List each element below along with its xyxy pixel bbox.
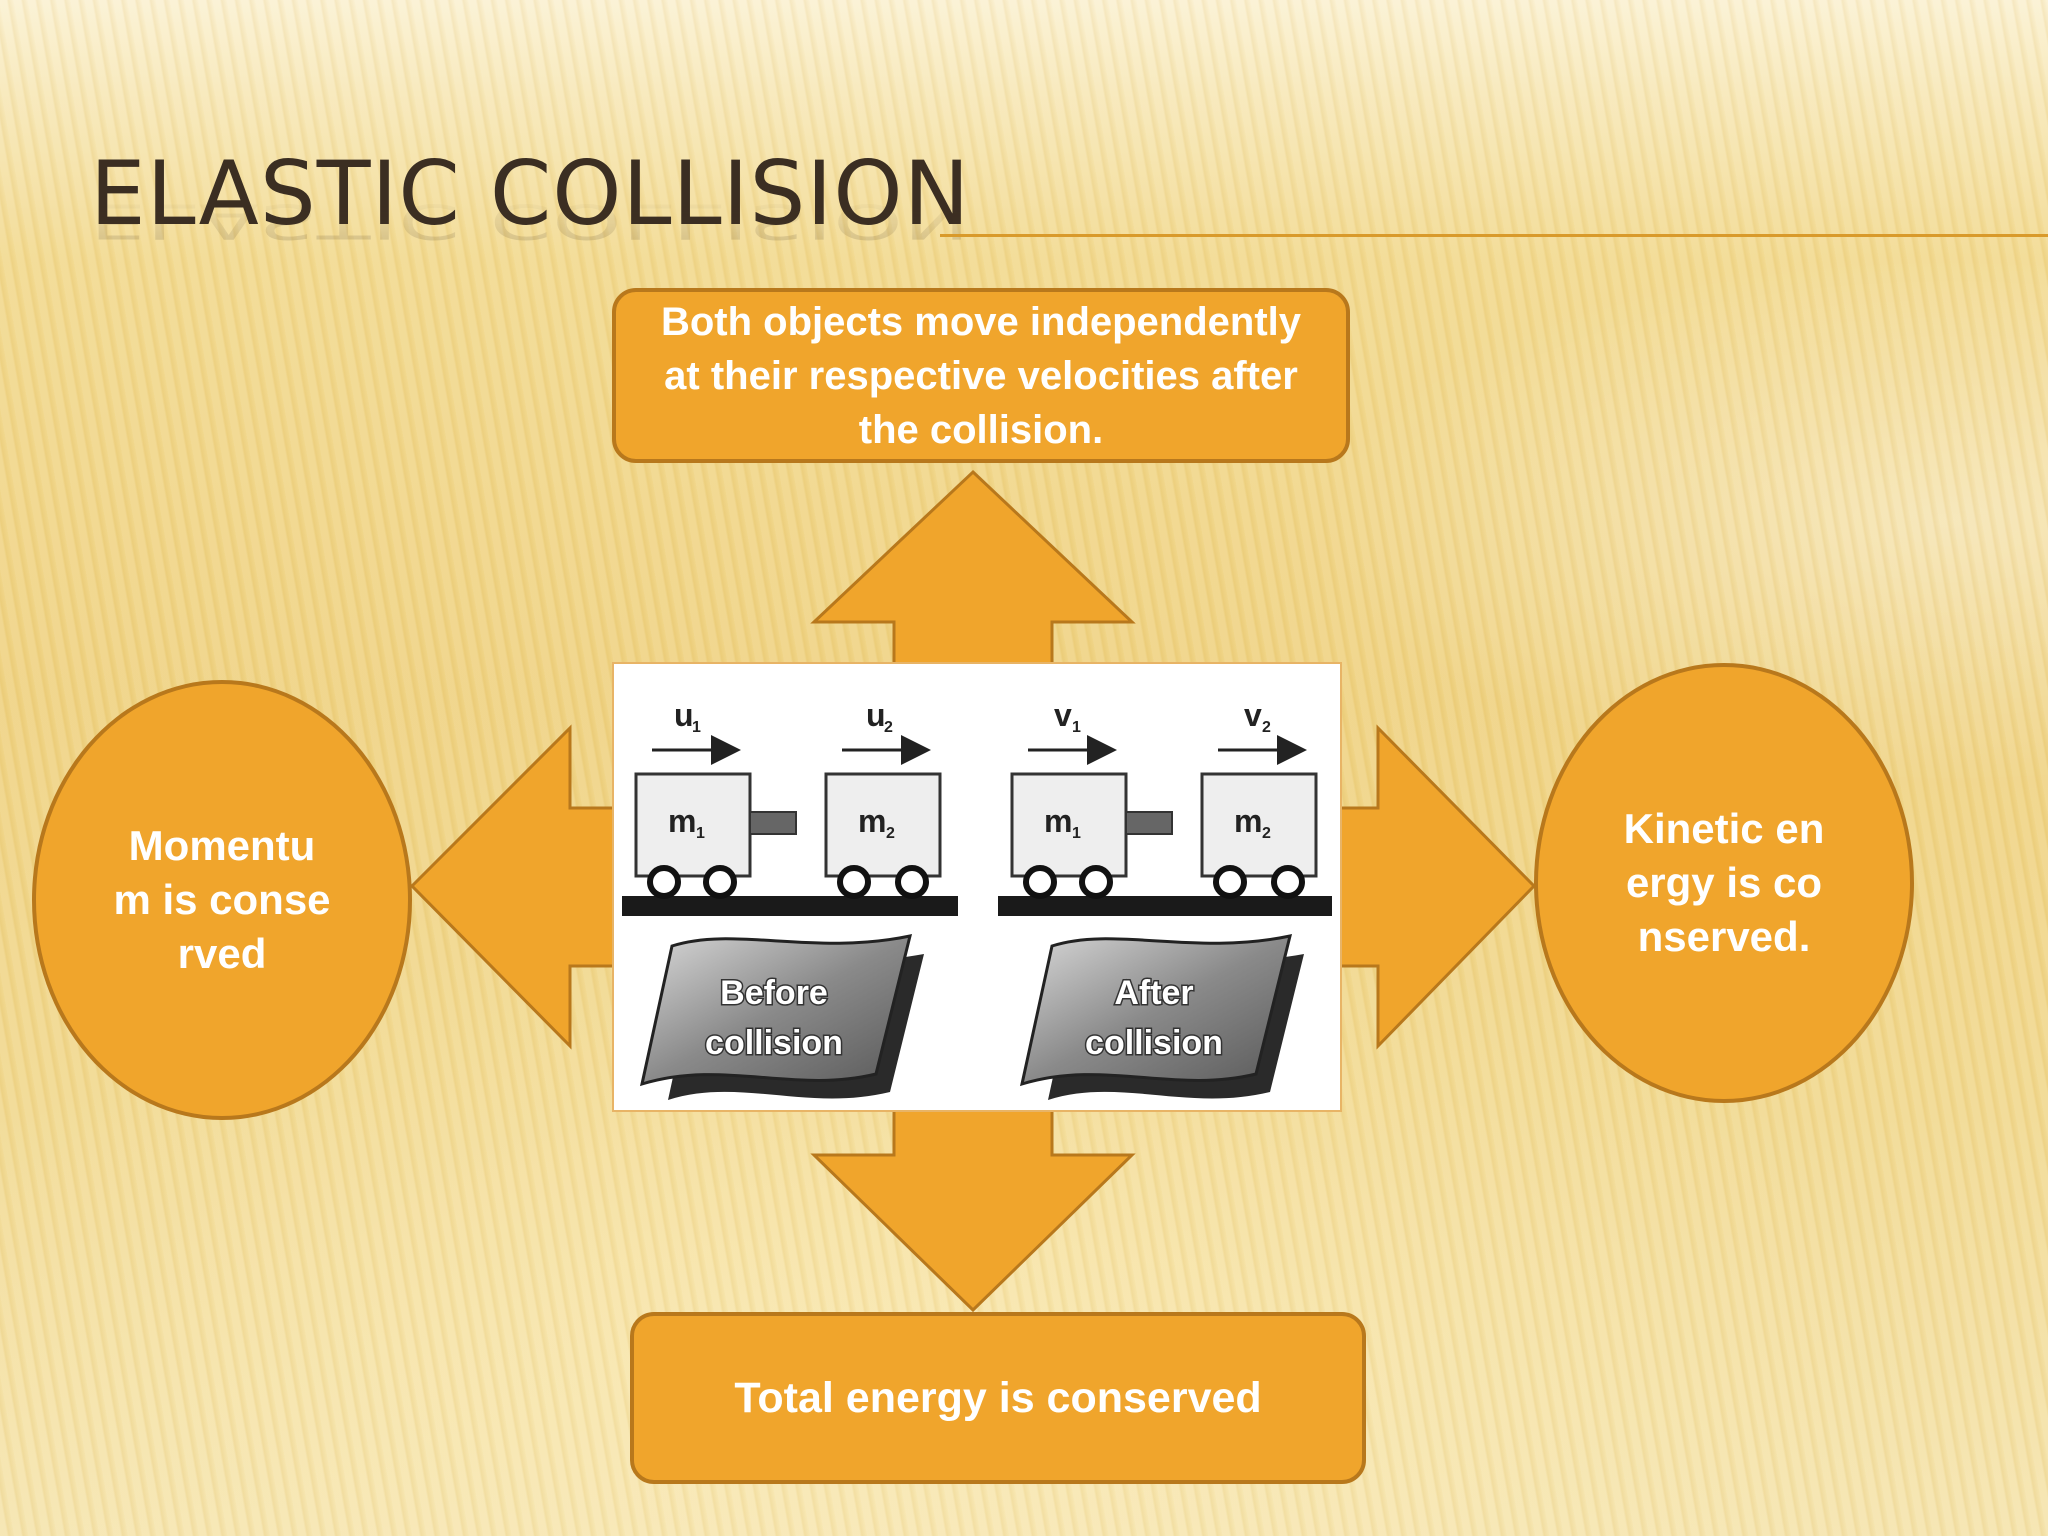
svg-text:u: u [674,697,694,733]
cart-m2-before [824,772,942,899]
kinetic-energy-oval: Kinetic energy is conserved. [1534,663,1914,1103]
svg-text:u: u [866,697,886,733]
momentum-oval: Momentum is conserved [32,680,412,1120]
svg-text:1: 1 [1072,825,1081,842]
svg-text:1: 1 [696,825,705,842]
collision-illustration: u 1 u 2 v 1 v 2 [612,662,1342,1112]
cart-m1-before [634,772,797,899]
kinetic-energy-text: Kinetic energy is conserved. [1623,805,1825,960]
svg-text:v: v [1054,697,1072,733]
arrow-left [409,724,642,1050]
svg-text:1: 1 [1072,719,1081,736]
total-energy-box: Total energy is conserved [630,1312,1366,1484]
mass-label-m1-after: m 1 [1044,803,1081,842]
svg-text:m: m [668,803,696,839]
svg-text:2: 2 [1262,719,1271,736]
after-collision-banner: After collision [1019,934,1304,1100]
velocity-label-v2: v 2 [1244,697,1271,736]
cart-m2-after [1200,772,1318,899]
svg-text:m: m [858,803,886,839]
svg-text:After: After [1114,974,1193,1012]
svg-text:collision: collision [1085,1024,1223,1062]
mass-label-m2-after: m 2 [1234,803,1271,842]
svg-text:2: 2 [884,719,893,736]
svg-text:1: 1 [692,719,701,736]
svg-text:v: v [1244,697,1262,733]
track-after [998,896,1332,916]
arrow-down [810,1088,1136,1313]
track-before [622,896,958,916]
independent-motion-text: Both objects move independently at their… [660,299,1302,452]
momentum-text: Momentum is conserved [113,822,331,977]
svg-text:m: m [1044,803,1072,839]
svg-text:2: 2 [1262,825,1271,842]
velocity-label-u1: u 1 [674,697,701,736]
svg-text:collision: collision [705,1024,843,1062]
mass-label-m2-before: m 2 [858,803,895,842]
mass-label-m1-before: m 1 [668,803,705,842]
total-energy-text: Total energy is conserved [734,1373,1262,1422]
svg-text:Before: Before [720,974,828,1012]
velocity-label-u2: u 2 [866,697,893,736]
arrow-up [810,469,1136,692]
arrow-right [1318,724,1537,1050]
slide-title: ELASTIC COLLISION [90,142,971,245]
before-collision-banner: Before collision [639,934,924,1100]
collision-carts-figure: u 1 u 2 v 1 v 2 [622,697,1332,1100]
independent-motion-box: Both objects move independently at their… [612,288,1350,463]
svg-text:2: 2 [886,825,895,842]
velocity-label-v1: v 1 [1054,697,1081,736]
title-underline [940,234,2048,237]
cart-m1-after [1010,772,1173,899]
svg-text:m: m [1234,803,1262,839]
